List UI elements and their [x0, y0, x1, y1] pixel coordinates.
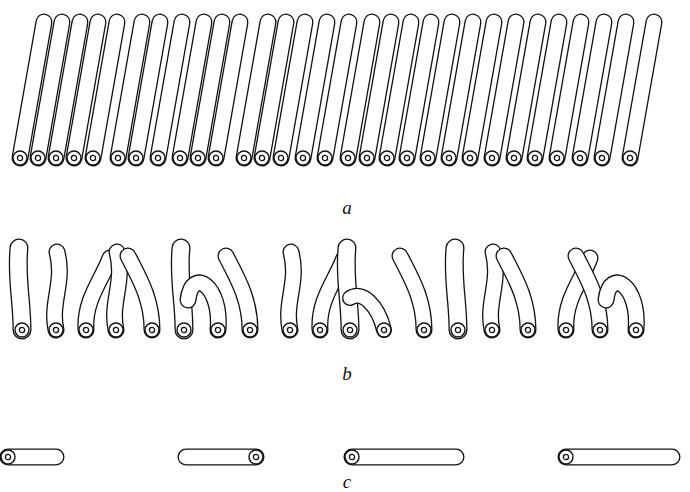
coiled-chain-layer: [15, 248, 643, 337]
panel-letter: a: [342, 198, 352, 217]
upright-rod-layer: [13, 22, 654, 165]
panel-letter: b: [342, 364, 352, 383]
lying-rod-layer: [1, 450, 672, 464]
panel-letter: c: [343, 472, 351, 491]
